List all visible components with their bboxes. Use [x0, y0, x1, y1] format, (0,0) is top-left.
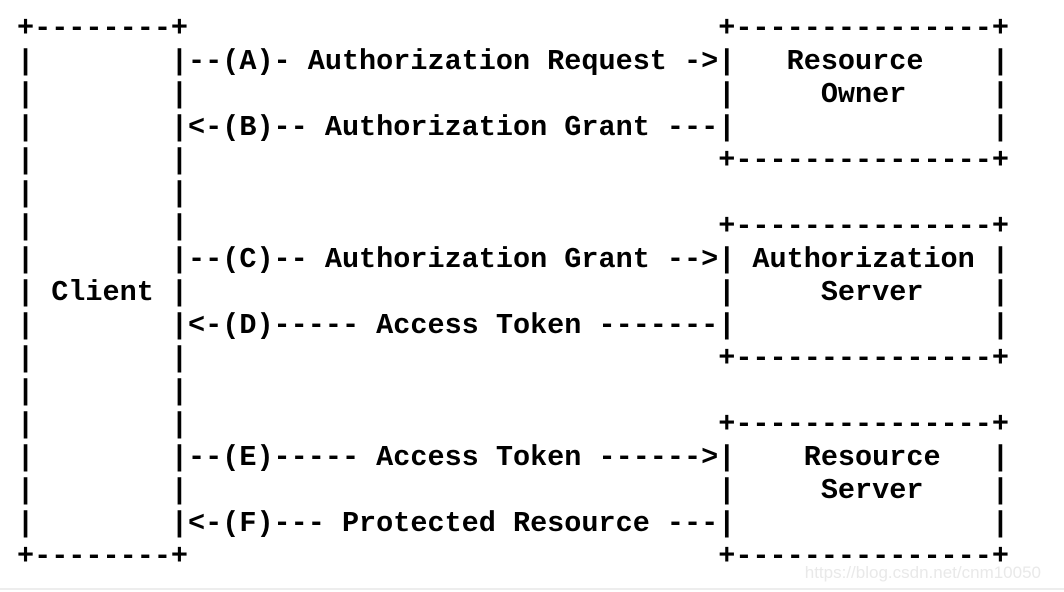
csdn-watermark: https://blog.csdn.net/cnm10050	[804, 563, 1041, 582]
bottom-divider	[0, 588, 1064, 590]
ascii-protocol-flow: +--------+ +---------------+ | |--(A)- A…	[17, 12, 1009, 573]
